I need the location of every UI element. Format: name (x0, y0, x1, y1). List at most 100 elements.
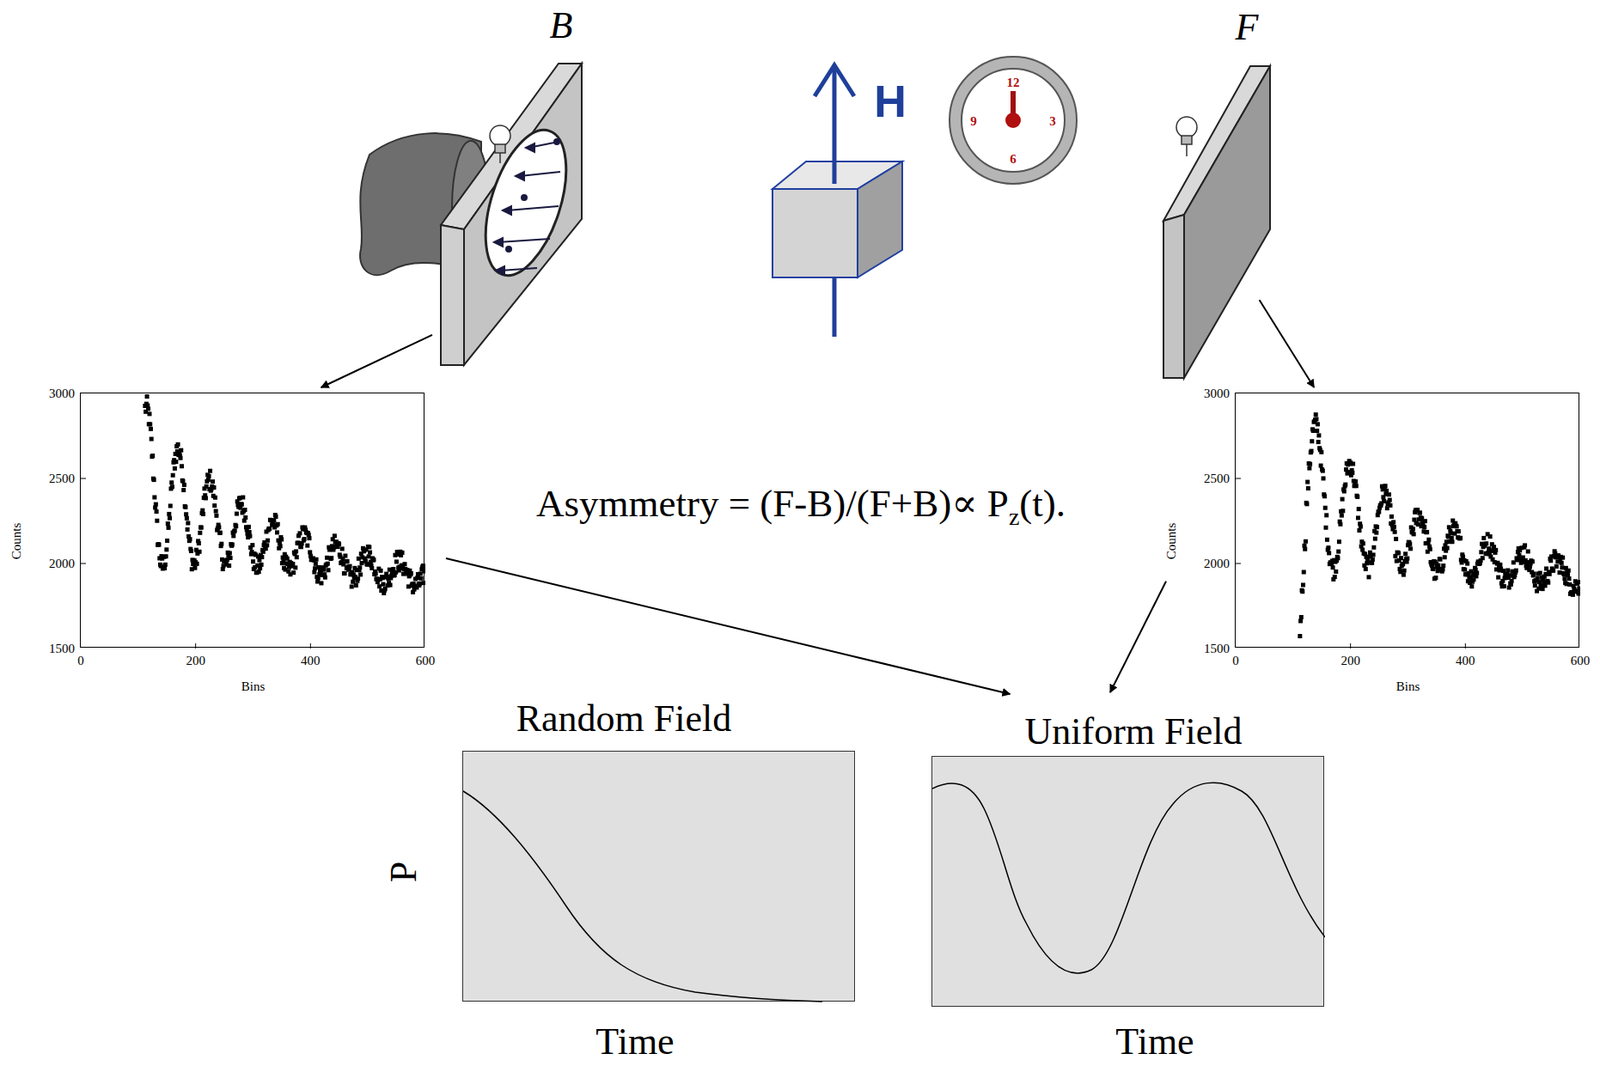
data-point (226, 563, 232, 568)
data-point (1505, 567, 1510, 573)
tick-label: 400 (1455, 654, 1476, 668)
data-point (1465, 561, 1470, 567)
data-point (279, 537, 284, 542)
data-points (142, 394, 426, 596)
tick-label: 200 (1340, 654, 1361, 668)
data-point (1462, 567, 1467, 573)
field-label: H (873, 79, 907, 124)
data-point (378, 568, 384, 574)
data-point (153, 502, 159, 507)
data-point (247, 534, 252, 539)
data-point (183, 504, 188, 509)
scatter-data (80, 393, 426, 649)
light-bulb (489, 125, 511, 164)
data-point (154, 509, 159, 514)
data-point (1576, 592, 1581, 597)
polarization-curve (463, 791, 823, 1002)
data-point (1560, 555, 1565, 561)
detector-side-edge (1163, 214, 1185, 379)
data-point (152, 494, 157, 500)
data-point (163, 562, 168, 568)
data-point (1481, 536, 1486, 541)
data-point (180, 479, 185, 484)
data-point (1577, 580, 1581, 585)
data-point (1306, 466, 1312, 471)
data-point (1371, 545, 1376, 550)
clock-ring (949, 56, 1077, 184)
data-point (1442, 555, 1448, 560)
data-point (312, 566, 318, 571)
data-point (1557, 570, 1563, 575)
data-point (1404, 556, 1410, 562)
data-point (1497, 562, 1503, 568)
data-point (326, 567, 331, 573)
data-point (356, 556, 361, 562)
data-point (349, 584, 355, 589)
data-point (219, 542, 224, 547)
clock-number: 3 (1049, 115, 1057, 129)
data-point (146, 411, 152, 416)
data-point (1456, 529, 1461, 534)
data-point (1349, 470, 1355, 476)
axis-label: Counts (10, 523, 24, 561)
data-point (325, 561, 330, 567)
data-point (1324, 512, 1329, 518)
tick-mark (1465, 643, 1466, 649)
detector-face (464, 63, 582, 366)
data-point (1391, 519, 1396, 525)
data-point (243, 515, 248, 520)
data-point (1433, 575, 1438, 581)
data-point (1502, 584, 1507, 589)
count-plot: 30002500200015000200400600CountsBins (79, 392, 425, 648)
count-plot: 30002500200015000200400600CountsBins (1234, 392, 1580, 648)
data-point (1299, 615, 1304, 620)
data-point (243, 507, 248, 513)
data-point (1392, 525, 1397, 530)
data-point (183, 512, 189, 517)
data-point (324, 555, 330, 561)
data-point (388, 583, 393, 588)
data-point (1361, 541, 1366, 546)
polarization-curve (463, 751, 856, 1003)
data-point (170, 473, 176, 478)
arrow-connector (445, 558, 1010, 695)
data-point (305, 543, 310, 549)
arrow-connector (1259, 299, 1315, 388)
data-point (146, 406, 151, 411)
data-point (1566, 568, 1571, 574)
data-point (1384, 488, 1389, 494)
data-point (415, 575, 420, 581)
data-point (1493, 548, 1498, 553)
data-point (335, 541, 341, 546)
data-point (418, 571, 423, 576)
data-point (1576, 586, 1581, 591)
clock-center (1005, 112, 1021, 129)
tick-label: 2500 (1203, 472, 1230, 486)
data-point (422, 565, 426, 570)
data-point (1407, 542, 1412, 547)
data-points (1297, 412, 1581, 639)
data-point (1398, 555, 1404, 561)
data-point (150, 453, 155, 459)
data-point (1322, 494, 1327, 499)
tick-label: 1500 (48, 642, 75, 656)
data-point (1448, 531, 1454, 536)
data-point (1381, 499, 1387, 504)
tick-label: 400 (300, 654, 321, 668)
data-point (148, 427, 153, 432)
data-point (293, 549, 299, 554)
data-point (1395, 550, 1400, 556)
data-point (1550, 568, 1555, 574)
data-point (1559, 565, 1564, 570)
data-point (176, 442, 181, 447)
data-point (1335, 555, 1340, 561)
tick-label: 2500 (48, 472, 75, 486)
data-point (274, 514, 279, 520)
data-point (321, 567, 326, 573)
data-point (1422, 525, 1427, 530)
data-point (1538, 571, 1543, 576)
data-point (183, 505, 188, 510)
data-point (267, 526, 272, 532)
data-point (1320, 469, 1326, 474)
detector: B (440, 63, 582, 366)
